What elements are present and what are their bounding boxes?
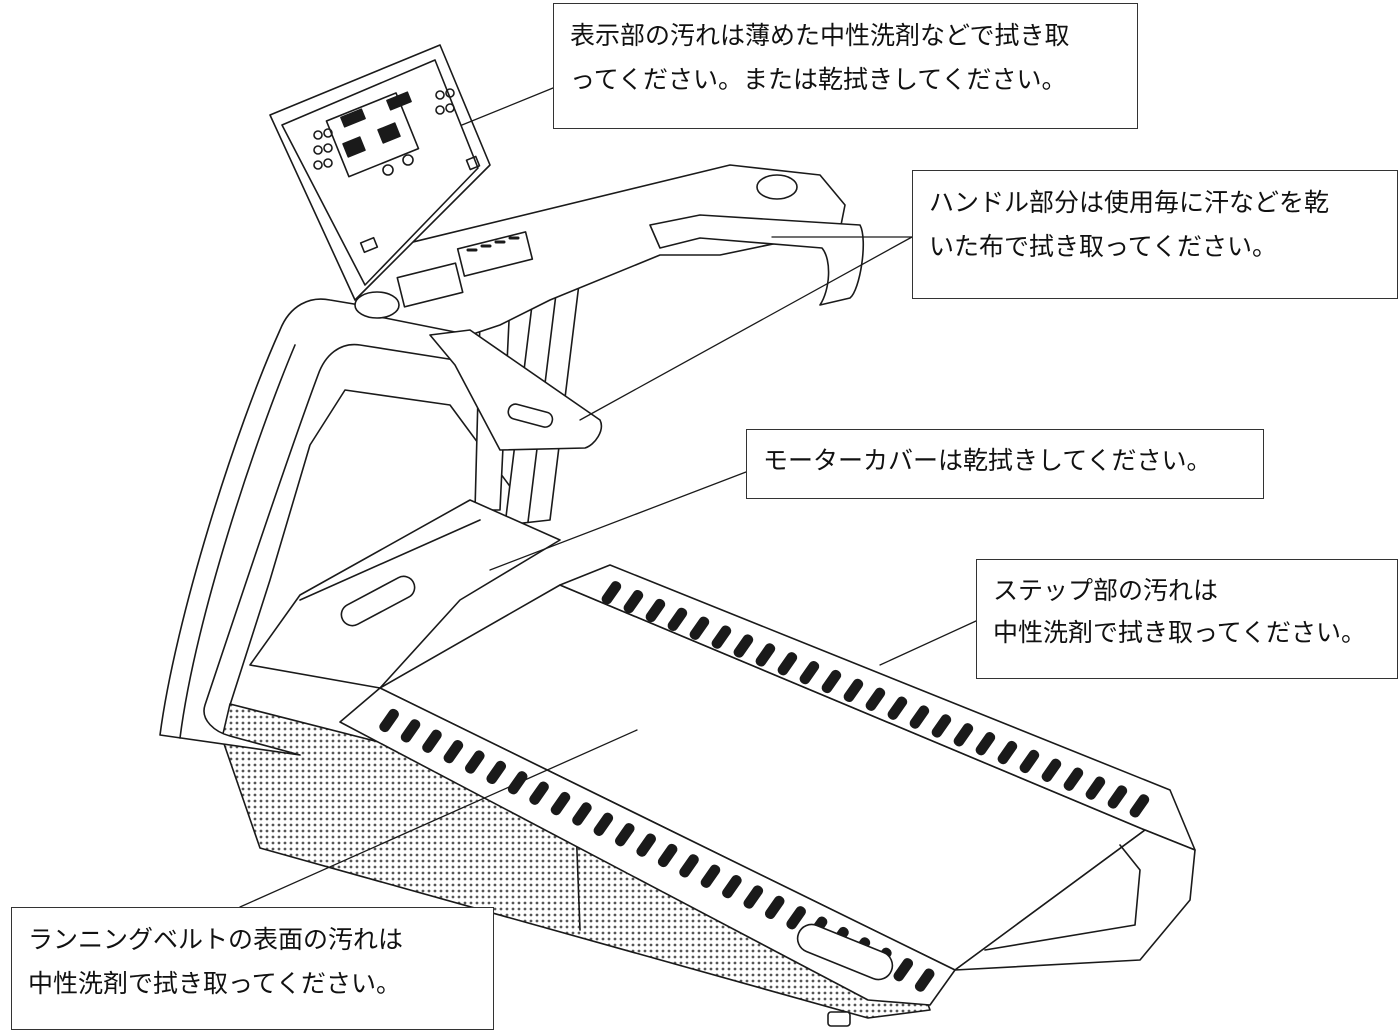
grip-slot: [711, 625, 732, 649]
leader-display: [461, 87, 554, 126]
callout-motor-line-1: モーターカバーは乾拭きしてください。: [763, 446, 1212, 475]
grip-slot: [400, 719, 421, 743]
callout-step-line-2: 中性洗剤で拭き取ってください。: [993, 618, 1367, 647]
grip-slot: [1019, 749, 1040, 774]
grip-slot: [722, 874, 742, 899]
grip-slot: [953, 723, 974, 747]
cup-holder-left: [354, 291, 400, 319]
grip-slot: [529, 781, 549, 805]
callout-handle: ハンドル部分は使用毎に汗などを乾 いた布で拭き取ってください。: [912, 170, 1398, 299]
cup-holder-right: [756, 174, 798, 200]
console-tray: [396, 262, 464, 308]
rear-roller: [984, 844, 1141, 951]
grip-slot: [743, 885, 764, 909]
grip-slot: [700, 864, 721, 888]
console-keypad-buttons: [466, 236, 520, 252]
grip-slot: [997, 740, 1018, 765]
grip-slot: [893, 958, 914, 982]
grip-slot: [689, 616, 710, 640]
grip-slot: [1107, 785, 1128, 809]
grip-slot: [422, 729, 442, 753]
grip-slot: [572, 802, 592, 826]
leveling-foot: [827, 1011, 851, 1027]
grip-slot: [1041, 758, 1062, 782]
grip-slot: [799, 661, 820, 685]
right-step-grip-slots: [601, 581, 1150, 818]
grip-slot: [931, 714, 952, 738]
rear-logo: [796, 923, 894, 981]
leader-handle-2: [579, 236, 913, 421]
grip-slot: [486, 760, 507, 785]
grip-slot: [755, 643, 776, 667]
grip-slot: [636, 833, 656, 857]
console-keypad: [456, 231, 534, 277]
grip-slot: [667, 607, 688, 632]
callout-handle-line-2: いた布で拭き取ってください。: [929, 232, 1278, 261]
motor-cover-inner: [299, 519, 481, 601]
left-handlebar: [429, 329, 603, 451]
grip-slot: [975, 732, 996, 756]
callout-display-line-2: ってください。または乾拭きしてください。: [570, 65, 1067, 94]
grip-slot: [909, 705, 930, 729]
handlebar-logo: [507, 403, 554, 428]
grip-slot: [379, 708, 399, 733]
callout-motor-cover: モーターカバーは乾拭きしてください。: [746, 429, 1264, 499]
callout-display: 表示部の汚れは薄めた中性洗剤などで拭き取 ってください。または乾拭きしてください…: [553, 3, 1138, 129]
callout-handle-line-1: ハンドル部分は使用毎に汗などを乾: [929, 188, 1330, 217]
grip-slot: [1085, 776, 1106, 800]
grip-slot: [887, 696, 908, 720]
callout-running-belt: ランニングベルトの表面の汚れは 中性洗剤で拭き取ってください。: [11, 907, 494, 1030]
right-handlebar: [649, 214, 864, 306]
leader-belt: [239, 729, 638, 908]
grip-slot: [465, 750, 485, 774]
grip-slot: [623, 589, 644, 614]
callout-step: ステップ部の汚れは 中性洗剤で拭き取ってください。: [976, 559, 1398, 679]
left-upright-inner: [179, 344, 296, 739]
leader-motor: [489, 471, 747, 571]
grip-slot: [764, 895, 785, 920]
callout-belt-line-2: 中性洗剤で拭き取ってください。: [28, 969, 402, 998]
grip-slot: [614, 823, 635, 847]
callout-belt-line-1: ランニングベルトの表面の汚れは: [28, 925, 404, 954]
motor-cover-logo: [340, 575, 416, 627]
grip-slot: [821, 669, 842, 694]
grip-slot: [865, 687, 886, 711]
display-head: [269, 44, 491, 301]
grip-slot: [843, 678, 864, 703]
callout-display-line-1: 表示部の汚れは薄めた中性洗剤などで拭き取: [570, 21, 1070, 50]
grip-slot: [786, 906, 806, 930]
grip-slot: [550, 791, 571, 816]
grip-slot: [601, 581, 622, 605]
callout-step-line-1: ステップ部の汚れは: [993, 576, 1219, 605]
grip-slot: [657, 843, 678, 868]
grip-slot: [443, 739, 464, 764]
grip-slot: [1063, 767, 1084, 791]
leader-step: [879, 620, 977, 666]
grip-slot: [733, 634, 754, 658]
grip-slot: [1129, 794, 1150, 818]
grip-slot: [777, 652, 798, 676]
grip-slot: [645, 598, 666, 623]
grip-slot: [593, 812, 614, 836]
grip-slot: [679, 854, 699, 878]
grip-slot: [914, 968, 935, 992]
